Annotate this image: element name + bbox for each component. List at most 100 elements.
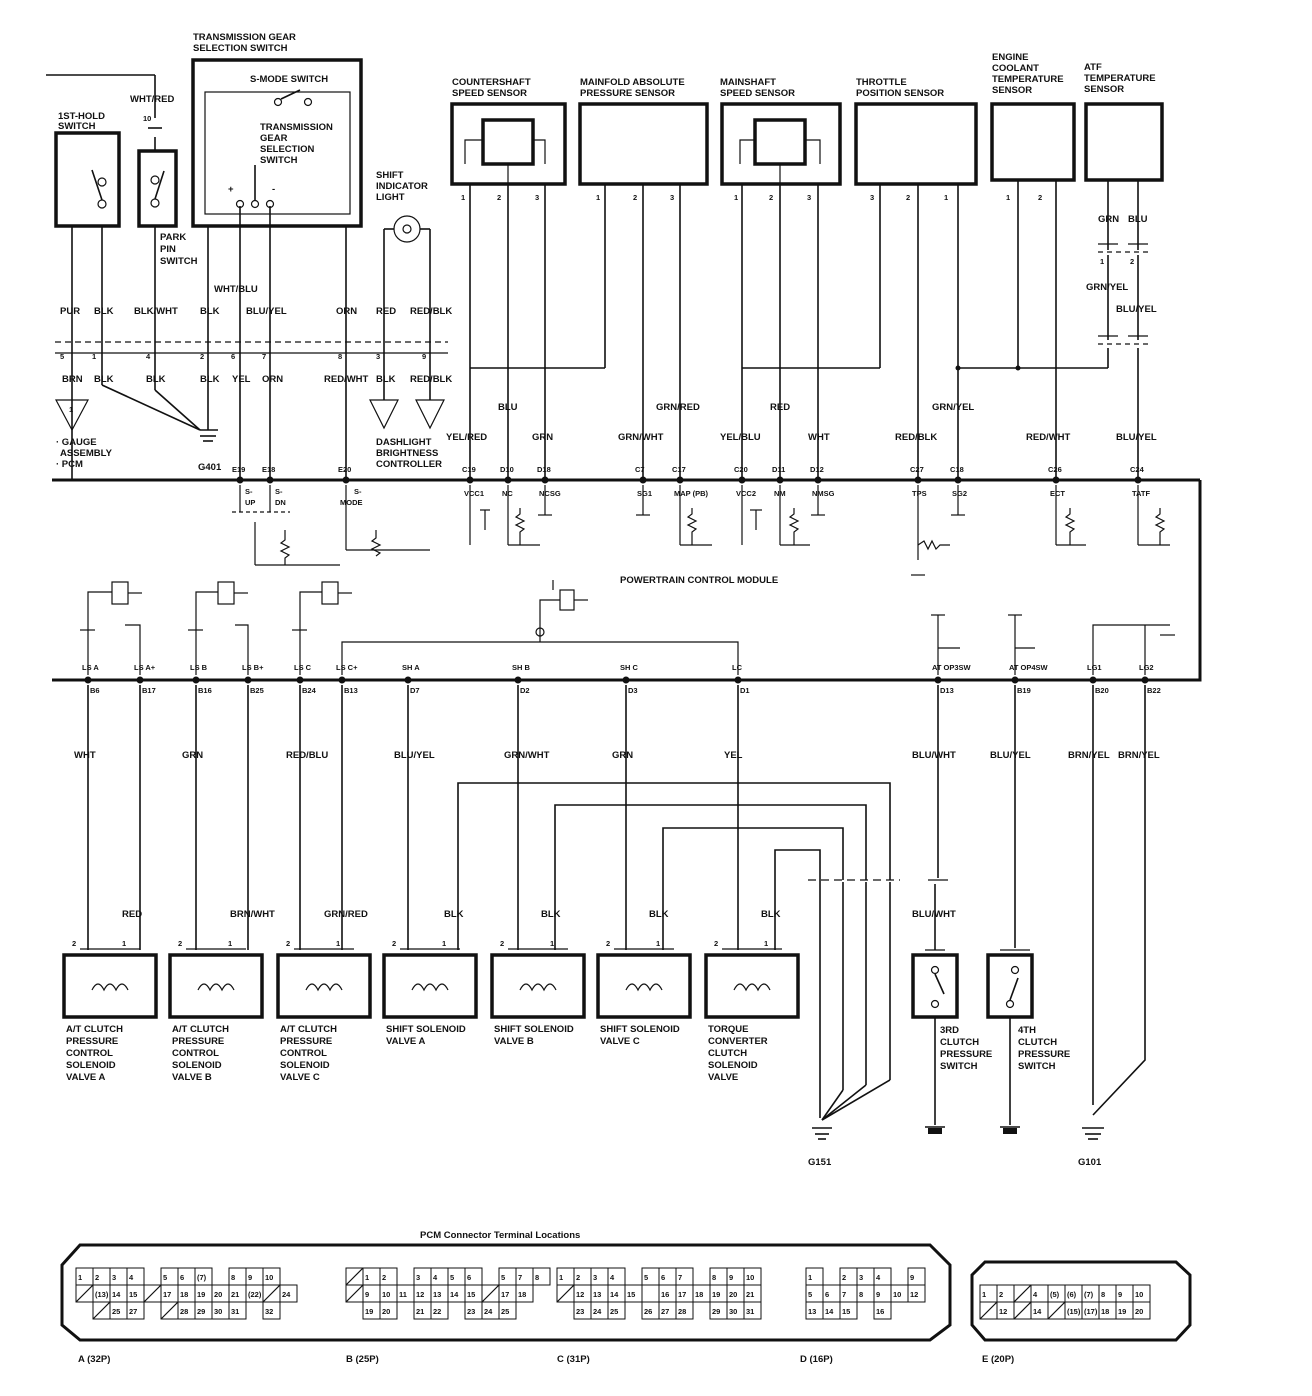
terminal-number: 13 [808,1307,816,1316]
top-wire-labels: PUR BLK BLK/WHT BLK WHT/BLU BLU/YEL ORN … [60,284,452,385]
solenoid-label: SOLENOID [280,1060,330,1071]
solenoid-label: CONVERTER [708,1036,768,1047]
blank-slash [556,1284,575,1303]
connector-name: D (16P) [800,1354,833,1365]
terminal-number: 27 [129,1307,137,1316]
terminal-number: 11 [399,1290,407,1299]
terminal-dot [738,476,746,484]
svg-text:BLU: BLU [498,402,518,413]
pcm-upper-bus: POWERTRAIN CONTROL MODULE [52,478,1202,682]
wire-label: BLK [649,909,669,920]
pcm-internal-lower [80,580,1175,675]
terminal-dot [541,476,549,484]
svg-text:RED: RED [770,402,790,413]
terminal-cell [498,1301,517,1320]
terminal-number: 21 [746,1290,754,1299]
terminal-number: 1 [559,1273,563,1282]
terminal-dot [236,476,244,484]
svg-text:2: 2 [1038,193,1042,202]
terminal-signal: SG2 [952,489,967,498]
terminal-number: 12 [910,1290,918,1299]
wire-label: BLK [444,909,464,920]
terminal-dot [342,476,350,484]
terminal-dot [514,676,522,684]
blank-slash [979,1301,998,1320]
coil-icon [411,983,449,992]
svg-text:YEL/BLU: YEL/BLU [720,432,761,443]
solenoid-label: A/T CLUTCH [66,1024,123,1035]
svg-text:1: 1 [92,352,96,361]
terminal-signal: TATF [1132,489,1150,498]
terminal-signal: AT OP4SW [1009,663,1049,672]
terminal-number: (7) [197,1273,207,1282]
pin-num: 1 [442,939,446,948]
svg-text:2: 2 [497,193,501,202]
terminal-number: 9 [910,1273,914,1282]
terminal-cell [873,1301,892,1320]
terminal-pin: B16 [198,686,212,695]
svg-text:7: 7 [262,352,266,361]
terminal-number: 6 [825,1290,829,1299]
terminal-signal: S- [354,487,362,496]
terminal-number: 9 [1118,1290,1122,1299]
terminal-pin: C18 [950,465,964,474]
svg-text:ORN: ORN [336,306,357,317]
svg-text:G101: G101 [1078,1157,1102,1168]
terminal-signal: S- [275,487,283,496]
terminal-number: 9 [876,1290,880,1299]
svg-text:2: 2 [769,193,773,202]
terminal-number: 21 [416,1307,424,1316]
solenoid-label: SHIFT SOLENOID [386,1024,466,1035]
pin-num: 1 [336,939,340,948]
svg-text:BLK/WHT: BLK/WHT [134,306,178,317]
terminal-signal: AT OP3SW [932,663,972,672]
terminal-number: 18 [1101,1307,1109,1316]
terminal-number: 6 [467,1273,471,1282]
terminal-pin: B17 [142,686,156,695]
terminal-pin: C20 [734,465,748,474]
terminal-number: 10 [382,1290,390,1299]
svg-text:RED/WHT: RED/WHT [1026,432,1071,443]
terminal-pin: B24 [302,686,317,695]
terminal-pin: D1 [740,686,750,695]
terminal-dot [1141,676,1149,684]
coil-icon [197,983,235,992]
terminal-number: 1 [365,1273,369,1282]
terminal-dot [84,676,92,684]
terminal-pin: B19 [1017,686,1031,695]
solenoid-label: SOLENOID [172,1060,222,1071]
svg-text:GRN: GRN [1098,214,1119,225]
svg-text:10: 10 [143,114,151,123]
wire-label: BRN/WHT [230,909,275,920]
svg-text:2: 2 [633,193,637,202]
pin-num: 2 [72,939,76,948]
svg-text:ORN: ORN [262,374,283,385]
wire-label: YEL [724,750,743,761]
terminal-number: (15) [1067,1307,1081,1316]
terminal-number: 10 [265,1273,273,1282]
terminal-dot [1089,676,1097,684]
svg-text:1: 1 [69,405,73,414]
pin-num: 1 [122,939,126,948]
svg-text:WHT: WHT [808,432,830,443]
pin-num: 1 [228,939,232,948]
terminal-number: 2 [576,1273,580,1282]
terminal-pin: D3 [628,686,638,695]
solenoid-label: CLUTCH [708,1048,747,1059]
svg-text:3: 3 [535,193,539,202]
terminal-number: 18 [180,1290,188,1299]
svg-text:1: 1 [461,193,465,202]
terminal-signal: SH C [620,663,639,672]
terminal-pin: C26 [1048,465,1062,474]
wire-label: BLU/YEL [990,750,1031,761]
terminal-number: 15 [129,1290,137,1299]
solenoid-label: PRESSURE [172,1036,224,1047]
terminal-number: 28 [678,1307,686,1316]
wire-label: WHT [74,750,96,761]
terminal-pin: E20 [338,465,351,474]
terminal-number: 14 [112,1290,121,1299]
coil-icon [733,983,771,992]
